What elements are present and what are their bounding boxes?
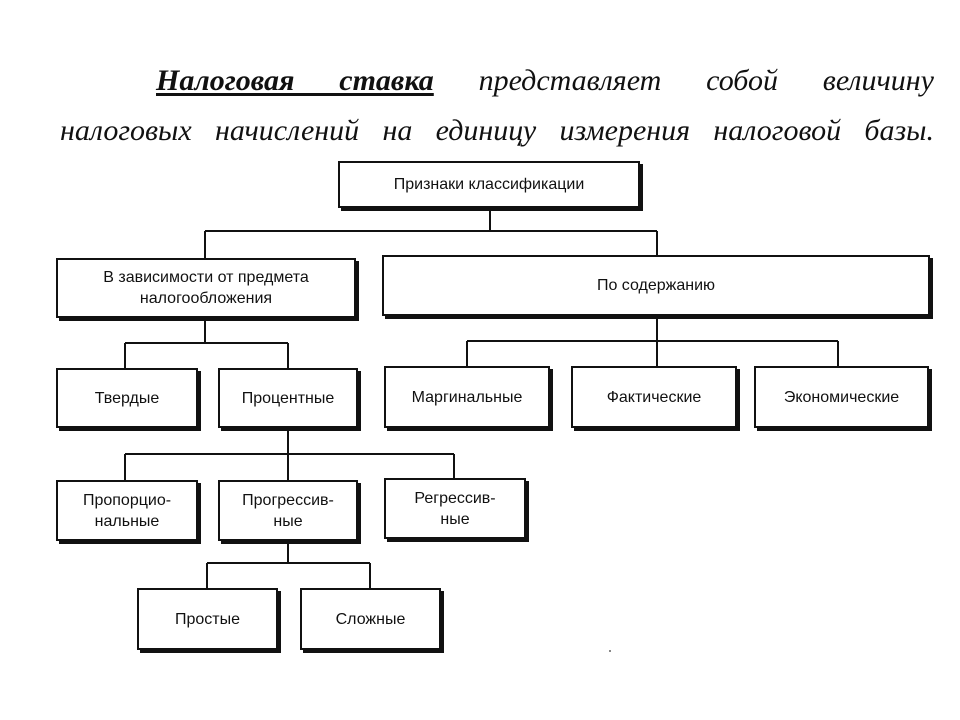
node-by-content: По содержанию	[382, 255, 930, 316]
node-label: Фактические	[606, 388, 702, 406]
node-label: Маргинальные	[411, 388, 523, 406]
node-label: Сложные	[335, 610, 406, 628]
node-label: Твердые	[94, 389, 160, 407]
node-complex: Сложные	[300, 588, 441, 650]
node-label: Регрессив-ные	[414, 489, 496, 528]
node-classification-criteria: Признаки классификации	[338, 161, 640, 208]
node-label: Пропорцио-нальные	[82, 491, 172, 530]
node-fixed: Твердые	[56, 368, 198, 428]
node-label: Простые	[174, 610, 241, 628]
node-label: Экономические	[783, 388, 900, 406]
definition-paragraph: Налоговая ставка представляет собой вели…	[60, 56, 934, 156]
definition-line-1: Налоговая ставка представляет собой вели…	[60, 56, 934, 106]
node-percentage: Процентные	[218, 368, 358, 428]
definition-line-2: налоговых начислений на единицу измерени…	[60, 114, 934, 147]
node-marginal: Маргинальные	[384, 366, 550, 428]
node-actual: Фактические	[571, 366, 737, 428]
node-simple: Простые	[137, 588, 278, 650]
scan-speck	[609, 650, 611, 652]
definition-line-1-rest: представляет собой величину	[478, 64, 934, 97]
node-label: Признаки классификации	[393, 176, 585, 193]
node-label: Прогрессив-ные	[242, 491, 334, 530]
node-proportional: Пропорцио-нальные	[56, 480, 198, 541]
node-label: В зависимости от предмета налогообложени…	[103, 269, 309, 307]
node-by-tax-subject: В зависимости от предмета налогообложени…	[56, 258, 356, 318]
node-regressive: Регрессив-ные	[384, 478, 526, 539]
node-progressive: Прогрессив-ные	[218, 480, 358, 541]
node-label: Процентные	[241, 389, 335, 407]
node-economic: Экономические	[754, 366, 929, 428]
node-label: По содержанию	[596, 277, 716, 294]
defined-term: Налоговая ставка	[156, 64, 434, 97]
